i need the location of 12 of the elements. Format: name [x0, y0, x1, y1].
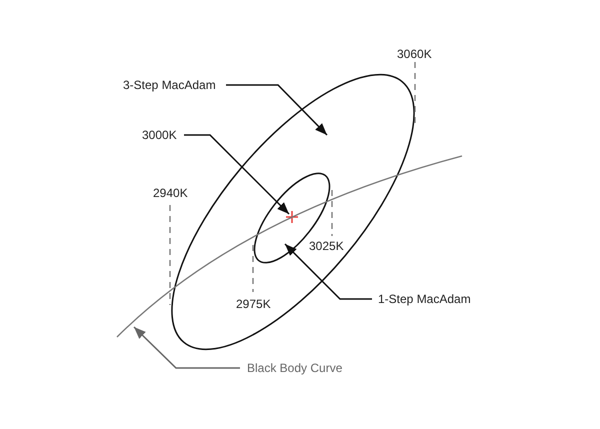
leader-line — [184, 134, 290, 215]
leader-line — [226, 84, 328, 136]
callout-label: 3000K — [142, 127, 177, 143]
temperature-label: 2975K — [236, 296, 271, 312]
leader-line — [284, 243, 372, 300]
leader-line — [133, 326, 240, 369]
callout-label: 3-Step MacAdam — [123, 77, 216, 93]
callout-label: 1-Step MacAdam — [378, 291, 471, 307]
temperature-label: 2940K — [153, 185, 188, 201]
temperature-label: 3025K — [309, 238, 344, 254]
temperature-label: 3060K — [397, 46, 432, 62]
callout-label: Black Body Curve — [247, 360, 342, 376]
